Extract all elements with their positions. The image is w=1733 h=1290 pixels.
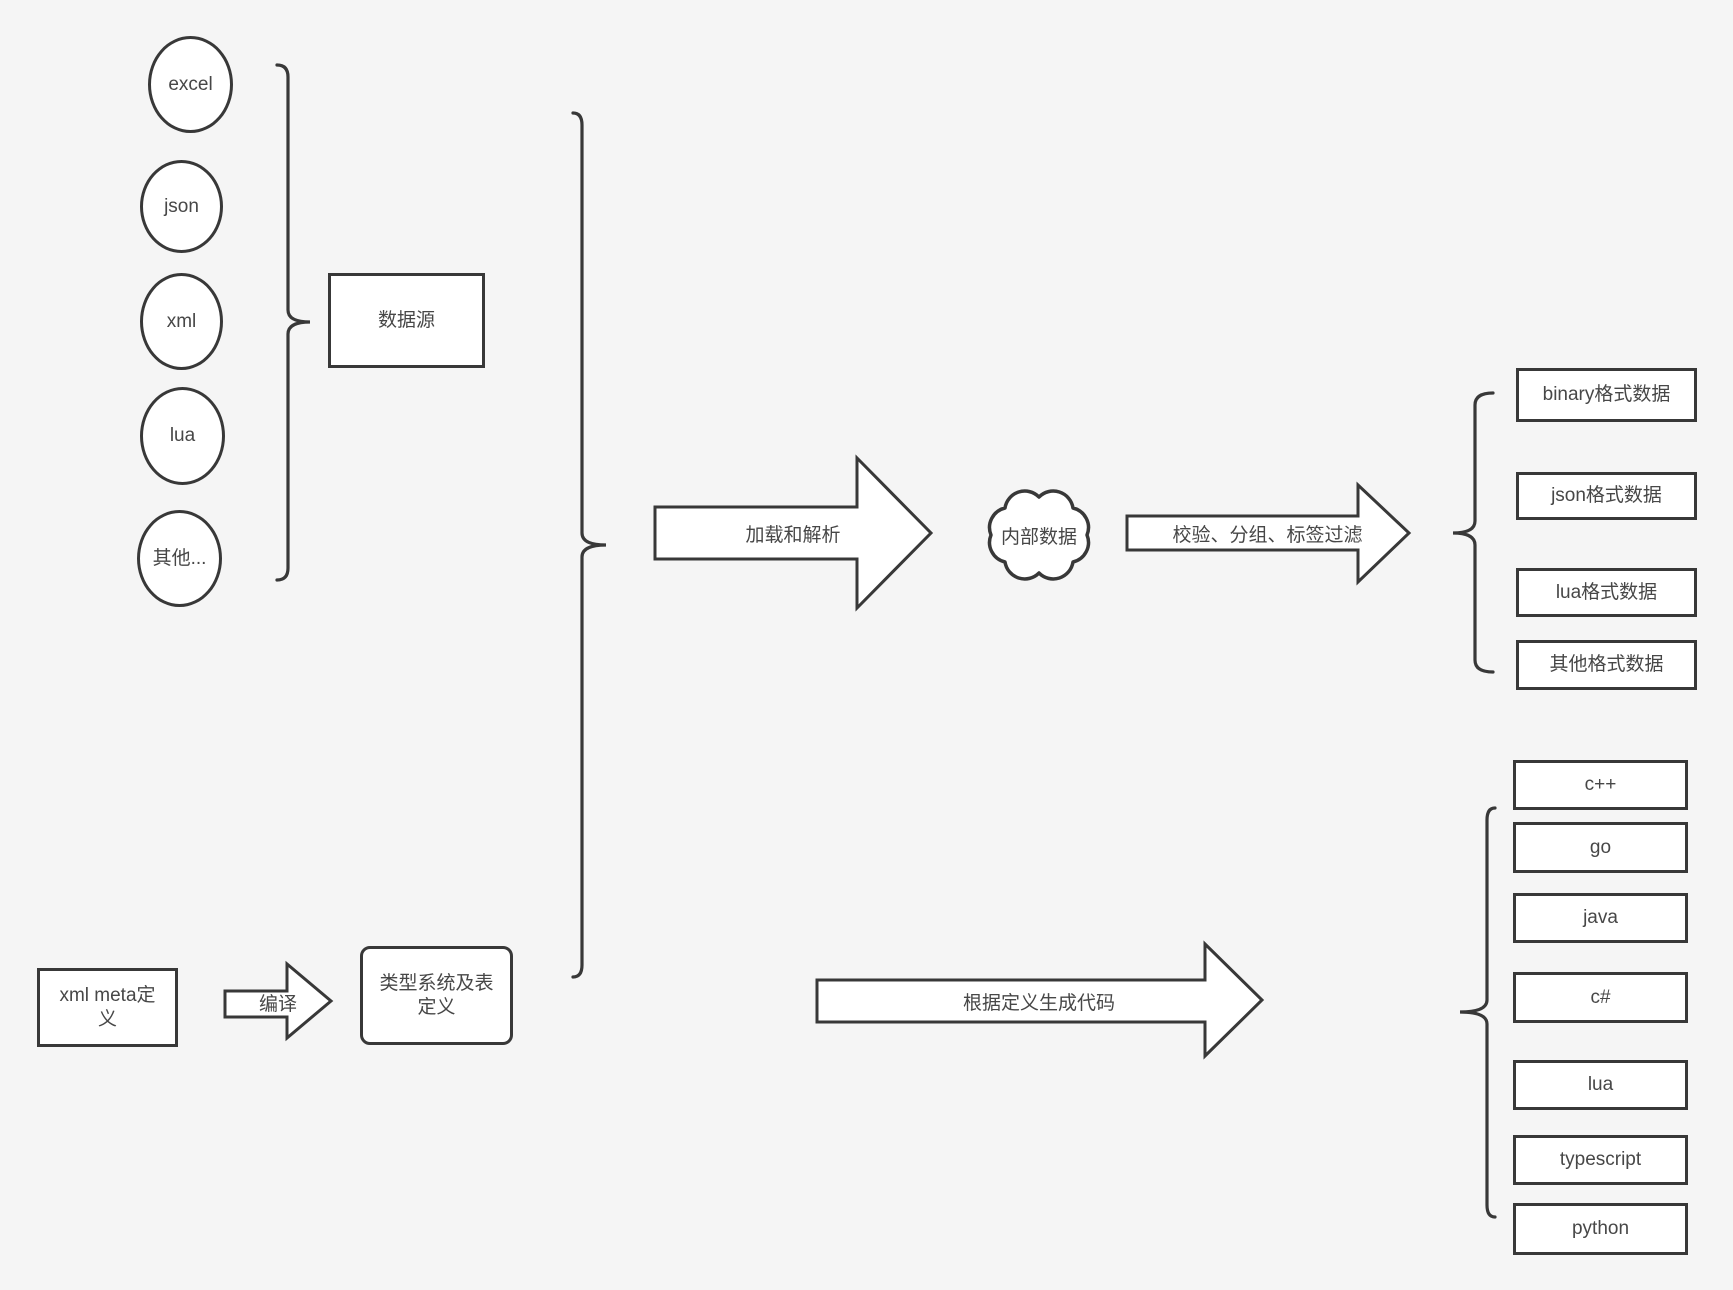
- source-label-json: json: [164, 195, 199, 217]
- compile-arrow: [223, 960, 334, 1042]
- format-label-lua: lua格式数据: [1555, 581, 1658, 603]
- language-label-cpp: c++: [1584, 774, 1617, 796]
- source-ellipse-excel: excel: [148, 36, 233, 133]
- language-label-java: java: [1583, 907, 1618, 929]
- data-source-box: 数据源: [328, 273, 485, 368]
- data-source-label: 数据源: [377, 309, 435, 331]
- internal-data-cloud: [987, 489, 1091, 581]
- inputs-brace: [571, 111, 607, 979]
- language-label-lua: lua: [1587, 1074, 1614, 1096]
- source-ellipse-json: json: [140, 160, 223, 253]
- source-ellipse-xml: xml: [140, 273, 223, 370]
- filter-arrow: [1125, 481, 1412, 586]
- format-label-json: json格式数据: [1551, 485, 1662, 507]
- generate-arrow: [815, 940, 1265, 1060]
- type-system-box: 类型系统及表 定义: [360, 946, 513, 1045]
- load-parse-arrow: [653, 454, 934, 612]
- format-box-json: json格式数据: [1516, 472, 1697, 520]
- language-box-csharp: c#: [1513, 972, 1688, 1023]
- format-box-other: 其他格式数据: [1516, 640, 1697, 690]
- language-label-typescript: typescript: [1559, 1149, 1642, 1171]
- language-box-typescript: typescript: [1513, 1135, 1688, 1185]
- language-label-go: go: [1589, 836, 1612, 858]
- source-label-xml: xml: [166, 310, 197, 332]
- language-box-java: java: [1513, 893, 1688, 943]
- language-label-csharp: c#: [1590, 986, 1611, 1008]
- source-label-excel: excel: [168, 73, 213, 95]
- language-box-python: python: [1513, 1203, 1688, 1255]
- source-label-lua: lua: [169, 425, 196, 447]
- format-label-other: 其他格式数据: [1549, 654, 1664, 676]
- source-label-other: 其他...: [152, 547, 207, 569]
- languages-brace: [1459, 806, 1497, 1219]
- language-label-python: python: [1571, 1218, 1630, 1240]
- source-ellipse-other: 其他...: [137, 510, 222, 607]
- sources-brace: [275, 63, 311, 582]
- type-system-label: 类型系统及表 定义: [379, 972, 494, 1018]
- format-box-lua: lua格式数据: [1516, 568, 1697, 617]
- language-box-go: go: [1513, 822, 1688, 873]
- formats-brace: [1452, 391, 1495, 674]
- xml-meta-label: xml meta定 义: [59, 984, 156, 1030]
- language-box-lua: lua: [1513, 1060, 1688, 1110]
- xml-meta-box: xml meta定 义: [37, 968, 178, 1047]
- format-label-binary: binary格式数据: [1542, 384, 1671, 406]
- format-box-binary: binary格式数据: [1516, 368, 1697, 422]
- language-box-cpp: c++: [1513, 760, 1688, 810]
- source-ellipse-lua: lua: [140, 387, 225, 485]
